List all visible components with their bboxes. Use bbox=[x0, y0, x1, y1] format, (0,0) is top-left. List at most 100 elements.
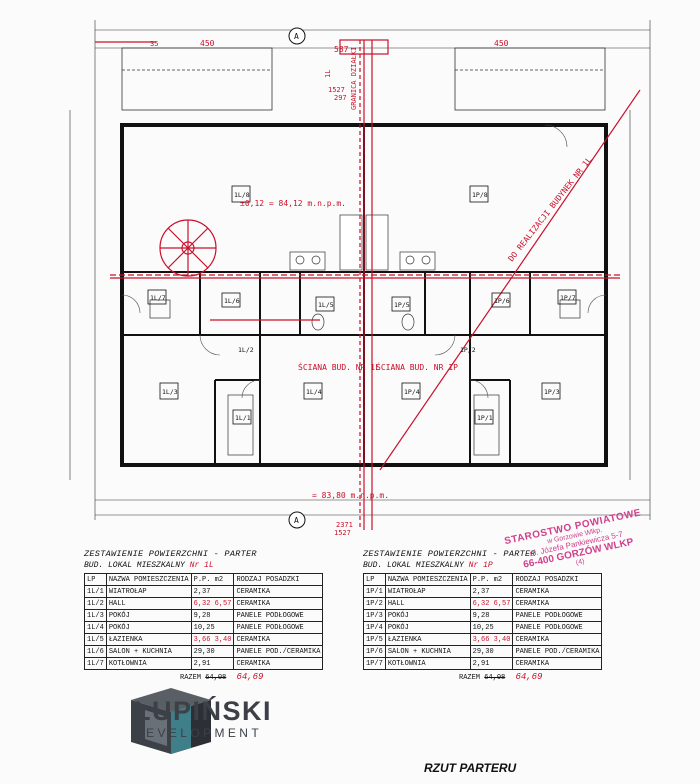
table-cell: KOTŁOWNIA bbox=[105, 657, 192, 670]
table-cell: CERAMIKA bbox=[512, 633, 603, 646]
table-cell: 1P/6 bbox=[363, 645, 386, 658]
room-1L-6: 1L/6 bbox=[224, 297, 240, 305]
dim-bottom-2: 1527 bbox=[334, 529, 351, 537]
red-note-wall-left: ŚCIANA BUD. NR 1L bbox=[298, 361, 380, 372]
table-cell: POKÓJ bbox=[105, 621, 192, 634]
room-1L-4: 1L/4 bbox=[306, 388, 322, 396]
red-note-wall-right: ŚCIANA BUD. NR 1P bbox=[376, 361, 458, 372]
table-cell: CERAMIKA bbox=[512, 657, 603, 670]
room-1P-5: 1P/5 bbox=[394, 301, 410, 309]
room-1P-3: 1P/3 bbox=[544, 388, 560, 396]
dim-top-left: 450 bbox=[200, 39, 215, 48]
table-right-grid: LP NAZWA POMIESZCZENIA P.P. m2 RODZAJ PO… bbox=[363, 573, 603, 670]
table-cell: SALON + KUCHNIA bbox=[105, 645, 192, 658]
axis-label-bottom: A bbox=[294, 516, 299, 525]
table-right-total-old: 64,08 bbox=[484, 674, 506, 682]
spiral-stair bbox=[159, 219, 217, 277]
level-top: ±0,12 = 84,12 m.n.p.m. bbox=[240, 199, 346, 208]
table-cell: ŁAZIENKA bbox=[105, 633, 192, 646]
table-right-subtitle-prefix: BUD. LOKAL MIESZKALNY bbox=[363, 561, 464, 570]
level-bottom: = 83,80 m.n.p.m. bbox=[312, 491, 389, 500]
table-left-total-old: 64,08 bbox=[205, 674, 227, 682]
table-cell: WIATROŁAP bbox=[384, 585, 471, 598]
table-right-subtitle: BUD. LOKAL MIESZKALNY Nr 1P bbox=[363, 561, 602, 570]
room-1P-1: 1P/1 bbox=[477, 414, 493, 422]
table-cell: 2,37 bbox=[190, 585, 235, 598]
table-right-total: RAZEM 64,08 64,69 bbox=[363, 672, 602, 682]
table-header-cell: RODZAJ POSADZKI bbox=[233, 573, 324, 586]
table-right-total-label: RAZEM bbox=[459, 674, 481, 682]
area-table-right: ZESTAWIENIE POWIERZCHNI - PARTER BUD. LO… bbox=[363, 549, 603, 682]
table-cell: 1P/4 bbox=[363, 621, 386, 634]
dim-bottom-1: 2371 bbox=[336, 521, 353, 529]
table-left-subtitle-prefix: BUD. LOKAL MIESZKALNY bbox=[84, 561, 185, 570]
table-cell: 1L/7 bbox=[84, 657, 107, 670]
table-cell: 1L/2 bbox=[84, 597, 107, 610]
table-cell: 1P/3 bbox=[363, 609, 386, 622]
table-cell: KOTŁOWNIA bbox=[384, 657, 471, 670]
table-cell: 10,25 bbox=[190, 621, 235, 634]
table-header-cell: NAZWA POMIESZCZENIA bbox=[105, 573, 192, 586]
room-1L-8: 1L/8 bbox=[234, 191, 250, 199]
table-cell: 3,66 3,40 bbox=[190, 633, 235, 646]
kitchen-units bbox=[289, 214, 436, 271]
table-cell: 1P/7 bbox=[363, 657, 386, 670]
table-cell: PANELE POD./CERAMIKA bbox=[233, 645, 324, 658]
table-cell: 2,91 bbox=[469, 657, 514, 670]
table-left-total-new: 64,69 bbox=[236, 672, 264, 682]
table-cell: 3,66 3,40 bbox=[469, 633, 514, 646]
table-cell: HALL bbox=[384, 597, 471, 610]
table-right-subtitle-hand: Nr 1P bbox=[468, 561, 493, 570]
table-cell: CERAMIKA bbox=[233, 597, 324, 610]
axis-label-top: A bbox=[294, 32, 299, 41]
floor-plan: 450 450 587 35 1527 297 2371 1527 ±0,12 … bbox=[69, 20, 651, 537]
area-table-left: ZESTAWIENIE POWIERZCHNI - PARTER BUD. LO… bbox=[84, 549, 324, 682]
table-cell: 1P/1 bbox=[363, 585, 386, 598]
table-cell: 1P/2 bbox=[363, 597, 386, 610]
table-cell: ŁAZIENKA bbox=[384, 633, 471, 646]
room-1P-6: 1P/6 bbox=[494, 297, 510, 305]
table-cell: POKÓJ bbox=[105, 609, 192, 622]
room-1L-7: 1L/7 bbox=[150, 294, 166, 302]
table-cell: 29,30 bbox=[190, 645, 235, 658]
red-note-realization: DO REALIZACJI BUDYNEK NR 1L bbox=[506, 155, 593, 263]
table-cell: POKÓJ bbox=[384, 621, 471, 634]
table-header-cell: NAZWA POMIESZCZENIA bbox=[384, 573, 471, 586]
table-cell: 9,28 bbox=[190, 609, 235, 622]
room-1L-2: 1L/2 bbox=[238, 346, 254, 354]
table-cell: 1L/3 bbox=[84, 609, 107, 622]
site-label: 1L bbox=[324, 70, 332, 78]
dim-top-right: 450 bbox=[494, 39, 509, 48]
table-left-subtitle: BUD. LOKAL MIESZKALNY Nr 1L bbox=[84, 561, 323, 570]
table-cell: 1L/4 bbox=[84, 621, 107, 634]
terraces bbox=[121, 47, 606, 111]
room-1L-3: 1L/3 bbox=[162, 388, 178, 396]
brand-name: ŁUPIŃSKI bbox=[134, 696, 273, 726]
table-left-total-label: RAZEM bbox=[180, 674, 202, 682]
brand-logo-icon bbox=[131, 688, 211, 754]
table-cell: 6,32 6,57 bbox=[190, 597, 235, 610]
table-cell: 29,30 bbox=[469, 645, 514, 658]
table-cell: CERAMIKA bbox=[233, 657, 324, 670]
table-header-cell: LP bbox=[84, 573, 107, 586]
room-1L-5: 1L/5 bbox=[318, 301, 334, 309]
brand-subtitle: DEVELOPMENT bbox=[134, 726, 263, 740]
table-cell: PANELE PODŁOGOWE bbox=[233, 621, 324, 634]
red-markup bbox=[95, 39, 641, 530]
table-header-cell: LP bbox=[363, 573, 386, 586]
sheet-title: RZUT PARTERU bbox=[424, 761, 517, 775]
table-left-title: ZESTAWIENIE POWIERZCHNI - PARTER bbox=[84, 549, 257, 559]
bathroom-fixtures bbox=[149, 299, 581, 456]
table-cell: WIATROŁAP bbox=[105, 585, 192, 598]
table-cell: CERAMIKA bbox=[233, 633, 324, 646]
